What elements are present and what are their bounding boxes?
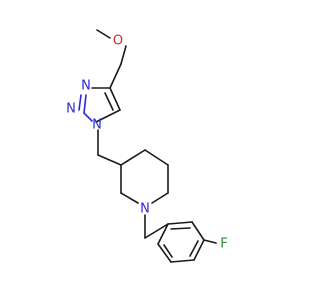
bond-o-ch2 <box>120 45 127 65</box>
atom-n2-triazole: N <box>66 102 76 117</box>
bond-c5-n1 <box>95 109 121 123</box>
structure-svg: O N N N N F <box>66 29 228 263</box>
bond-ar2-ar3 <box>191 221 205 241</box>
bond-ar3-ar4-double <box>189 240 199 257</box>
bond-ch2-aryl <box>144 223 169 239</box>
bond-n1p-c2p <box>120 192 139 204</box>
bond-ar3-ar4 <box>193 239 205 261</box>
bond-c4-c5 <box>109 87 121 111</box>
atom-n-piperidine: N <box>140 202 150 217</box>
bond-ar3-f <box>203 239 217 244</box>
atom-n3-triazole: N <box>81 79 91 94</box>
bond-ar5-ar6-double <box>163 244 173 258</box>
bond-c6p-n1p <box>151 192 169 204</box>
bond-n2-n1 <box>83 112 93 122</box>
bond-ch2-c3 <box>97 154 122 166</box>
bond-n3-n2 <box>83 94 87 114</box>
molecule-diagram: O N N N N F <box>66 29 228 263</box>
bond-methyl-o <box>96 29 111 39</box>
bond-n3-n2-double <box>78 94 82 111</box>
bond-c3-c4p <box>120 149 146 166</box>
atom-n1-triazole: N <box>92 118 102 133</box>
bond-ar1-ar2-double <box>170 227 191 230</box>
atom-f: F <box>220 237 227 252</box>
bond-c4-c5-double <box>104 92 114 111</box>
bond-ar4-ar5 <box>170 259 195 263</box>
bond-ar5-ar6 <box>157 243 172 263</box>
bond-c4p-c5p <box>144 149 169 166</box>
atom-o-methoxy: O <box>113 34 123 49</box>
bond-ar6-ar1 <box>157 223 169 245</box>
bond-ch2-c4 <box>109 63 122 89</box>
bond-ar1-ar2 <box>167 221 193 225</box>
